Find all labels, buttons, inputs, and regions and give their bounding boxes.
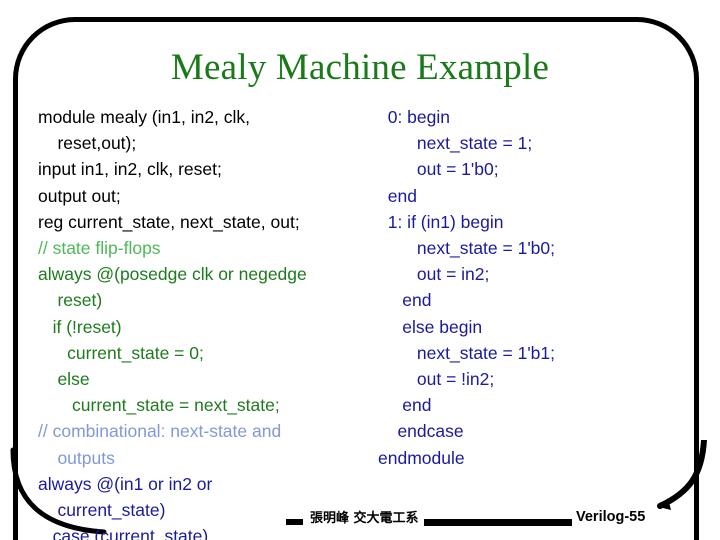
code-left-line: reset,out); — [38, 133, 137, 154]
code-right-line: 1: if (in1) begin — [378, 211, 504, 232]
code-right-line: out = in2; — [378, 264, 490, 285]
code-right-line: endcase — [378, 421, 464, 442]
code-left-line: // combinational: next-state and — [38, 421, 282, 442]
code-right-line: endmodule — [378, 447, 465, 468]
code-right-line: end — [378, 395, 432, 416]
code-left-line: current_state = next_state; — [38, 395, 280, 416]
code-column-right: 0: begin next_state = 1; out = 1'b0; end… — [378, 104, 678, 471]
code-left-line: input in1, in2, clk, reset; — [38, 159, 222, 180]
code-right-line: next_state = 1'b1; — [378, 342, 555, 363]
footer-rule — [424, 519, 572, 526]
code-left-line: // state flip-flops — [38, 238, 161, 259]
code-right-line: out = !in2; — [378, 369, 495, 390]
code-left-line: outputs — [38, 447, 115, 468]
code-right-line: out = 1'b0; — [378, 159, 499, 180]
code-left-line: always @(posedge clk or negedge — [38, 264, 307, 285]
footer-dash-mark — [286, 519, 303, 525]
code-left-line: current_state = 0; — [38, 342, 204, 363]
code-left-line: else — [38, 369, 90, 390]
code-right-line: end — [378, 185, 417, 206]
code-right-line: end — [378, 290, 432, 311]
code-left-line: reset) — [38, 290, 103, 311]
code-left-line: current_state) — [38, 500, 166, 521]
footer-author: 張明峰 交大電工系 — [310, 511, 419, 526]
code-right-line: next_state = 1'b0; — [378, 238, 555, 259]
code-left-line: if (!reset) — [38, 316, 122, 337]
code-right-line: next_state = 1; — [378, 133, 533, 154]
code-right-line: 0: begin — [378, 107, 450, 127]
code-left-line: case (current_state) — [38, 526, 209, 540]
code-column-left: module mealy (in1, in2, clk, reset,out);… — [38, 104, 368, 540]
code-right-line: else begin — [378, 316, 483, 337]
code-left-line: always @(in1 or in2 or — [38, 473, 213, 494]
slide-title: Mealy Machine Example — [170, 47, 550, 88]
code-left-line: output out; — [38, 185, 121, 206]
footer-page-label: Verilog-55 — [576, 509, 646, 525]
code-left-line: module mealy (in1, in2, clk, — [38, 107, 251, 127]
code-left-line: reg current_state, next_state, out; — [38, 211, 300, 232]
